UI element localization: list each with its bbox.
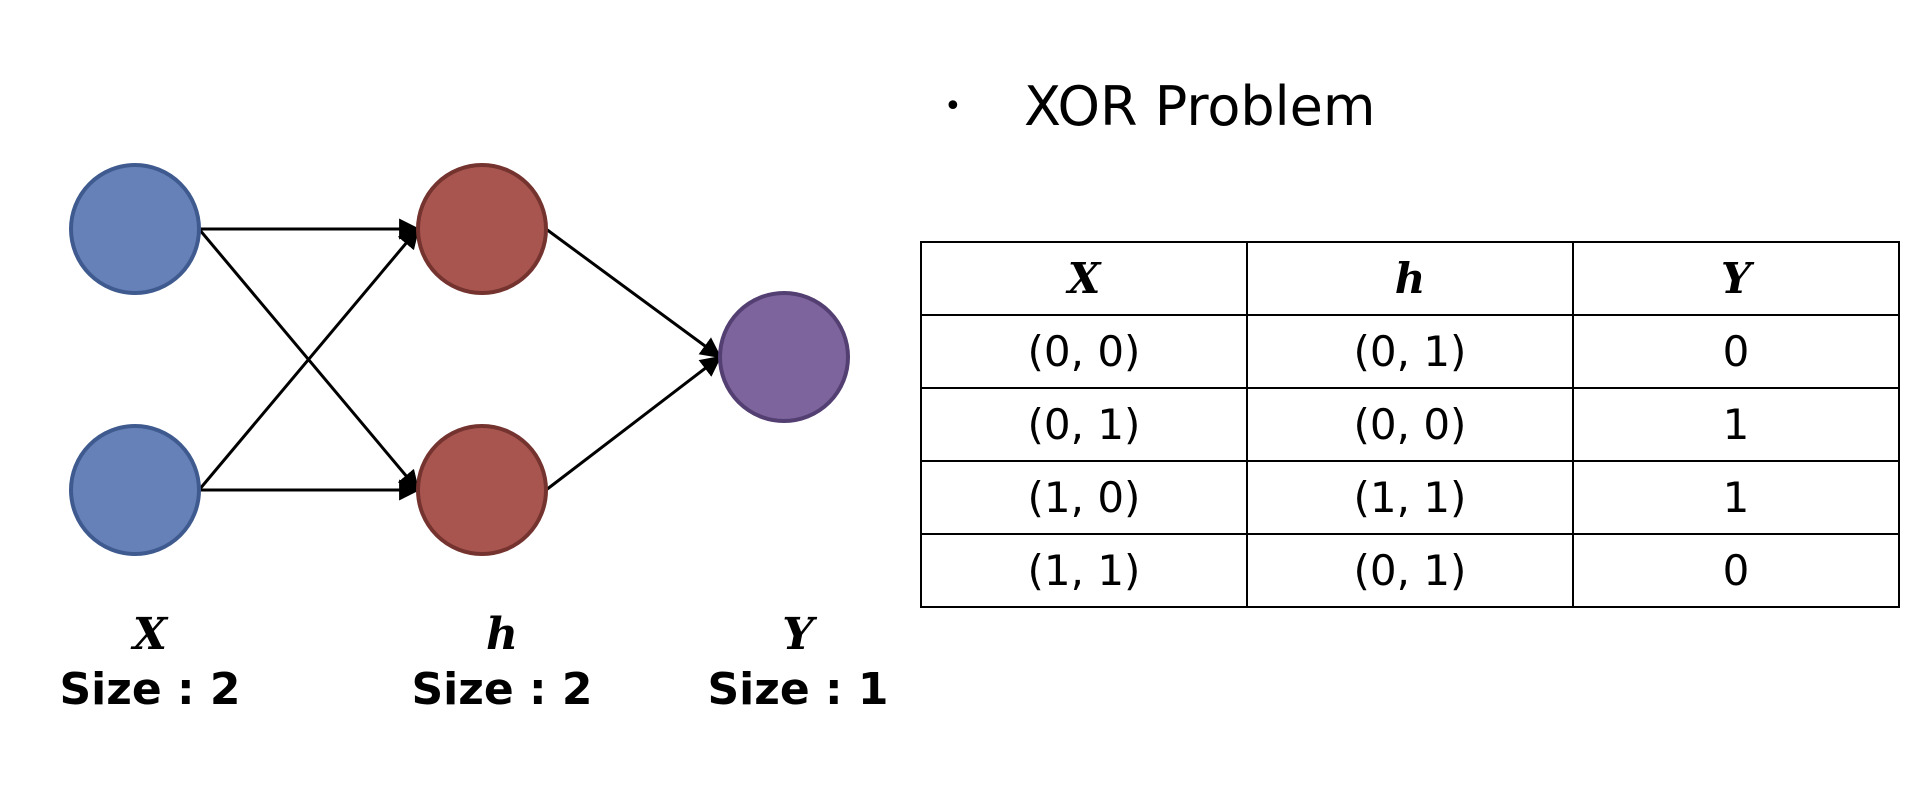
output-layer-var: Y bbox=[782, 609, 814, 660]
bullet-point: • bbox=[944, 89, 962, 124]
title-text: XOR Problem bbox=[1024, 75, 1376, 138]
output-layer-size: Size : 1 bbox=[707, 664, 889, 715]
table-header-row: X h Y bbox=[920, 241, 1900, 316]
hidden-layer-var: h bbox=[486, 609, 518, 660]
hidden-layer-label: h Size : 2 bbox=[382, 608, 622, 718]
hidden-node-1 bbox=[416, 163, 548, 295]
column-header-y: Y bbox=[1572, 241, 1900, 316]
column-header-x: X bbox=[920, 241, 1248, 316]
xor-truth-table: X h Y (0, 0) (0, 1) 0 (0, 1) (0, 0) 1 (1… bbox=[920, 241, 1900, 608]
input-node-1 bbox=[69, 163, 201, 295]
table-row: (0, 0) (0, 1) 0 bbox=[920, 314, 1900, 389]
cell-h: (0, 1) bbox=[1246, 314, 1574, 389]
input-layer-label: X Size : 2 bbox=[30, 608, 270, 718]
edge-h1-y bbox=[545, 227, 722, 359]
edge-h2-y bbox=[545, 355, 722, 492]
edge-x2-h1 bbox=[197, 227, 420, 491]
cell-x: (1, 0) bbox=[920, 460, 1248, 535]
cell-x: (0, 1) bbox=[920, 387, 1248, 462]
page-title: • XOR Problem bbox=[940, 72, 1376, 142]
cell-x: (1, 1) bbox=[920, 533, 1248, 608]
cell-y: 1 bbox=[1572, 387, 1900, 462]
cell-y: 0 bbox=[1572, 314, 1900, 389]
output-node bbox=[718, 291, 850, 423]
table-row: (1, 0) (1, 1) 1 bbox=[920, 460, 1900, 535]
hidden-node-2 bbox=[416, 424, 548, 556]
cell-h: (0, 0) bbox=[1246, 387, 1574, 462]
neural-network-diagram bbox=[69, 163, 850, 556]
input-layer-size: Size : 2 bbox=[59, 664, 241, 715]
cell-y: 1 bbox=[1572, 460, 1900, 535]
cell-y: 0 bbox=[1572, 533, 1900, 608]
output-layer-label: Y Size : 1 bbox=[678, 608, 918, 718]
table-row: (0, 1) (0, 0) 1 bbox=[920, 387, 1900, 462]
table-row: (1, 1) (0, 1) 0 bbox=[920, 533, 1900, 608]
cell-h: (0, 1) bbox=[1246, 533, 1574, 608]
hidden-layer-size: Size : 2 bbox=[411, 664, 593, 715]
column-header-h: h bbox=[1246, 241, 1574, 316]
input-node-2 bbox=[69, 424, 201, 556]
input-layer-var: X bbox=[132, 609, 168, 660]
cell-x: (0, 0) bbox=[920, 314, 1248, 389]
cell-h: (1, 1) bbox=[1246, 460, 1574, 535]
